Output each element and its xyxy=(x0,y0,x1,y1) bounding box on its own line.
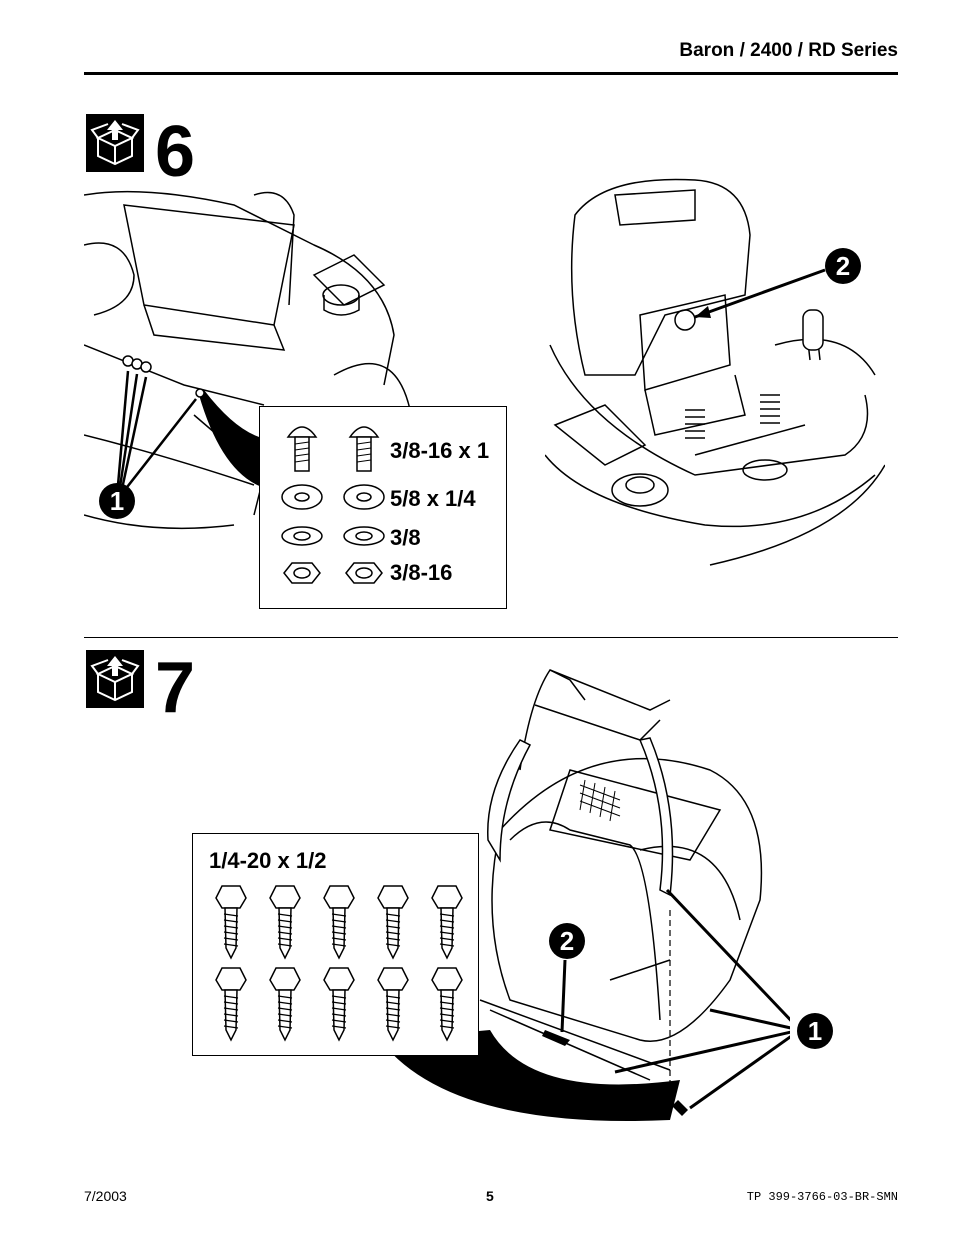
screw-icon xyxy=(269,885,301,960)
screw-icon xyxy=(431,885,463,960)
section-divider xyxy=(84,637,898,638)
part-label-nut: 3/8-16 xyxy=(390,560,453,585)
screw-icon xyxy=(431,967,463,1042)
header-rule xyxy=(84,72,898,75)
header-title: Baron / 2400 / RD Series xyxy=(679,40,898,61)
screw-icon xyxy=(377,967,409,1042)
step7-parts-box: 1/4-20 x 1/2 xyxy=(192,833,479,1056)
footer-date: 7/2003 xyxy=(84,1188,127,1204)
screw-grid xyxy=(215,885,463,1042)
step7-callout-2: 2 xyxy=(549,923,585,959)
step6-parts-box: 3/8-16 x 1 5/8 x 1/4 3/8 3/8-16 xyxy=(259,406,507,609)
page-number: 5 xyxy=(486,1188,494,1204)
part-label-bolt: 3/8-16 x 1 xyxy=(390,438,490,463)
screw-icon xyxy=(323,967,355,1042)
step6-callout-1: 1 xyxy=(99,483,135,519)
step-7-number: 7 xyxy=(155,648,196,728)
screw-icon xyxy=(377,885,409,960)
part-label-washer: 3/8 xyxy=(390,525,421,550)
seat-switch-illustration xyxy=(545,178,885,566)
step-6-number: 6 xyxy=(155,112,196,192)
screw-icon xyxy=(215,967,247,1042)
step7-callout-1: 1 xyxy=(797,1013,833,1049)
step6-hardware-icons xyxy=(281,426,385,584)
part-label-spacer: 5/8 x 1/4 xyxy=(390,486,476,511)
part-label-screw: 1/4-20 x 1/2 xyxy=(209,848,327,873)
unpack-box-icon xyxy=(86,114,144,172)
screw-icon xyxy=(269,967,301,1042)
screw-icon xyxy=(215,885,247,960)
document-code: TP 399-3766-03-BR-SMN xyxy=(746,1190,898,1204)
unpack-box-icon xyxy=(86,650,144,708)
screw-icon xyxy=(323,885,355,960)
step6-callout-2: 2 xyxy=(825,248,861,284)
